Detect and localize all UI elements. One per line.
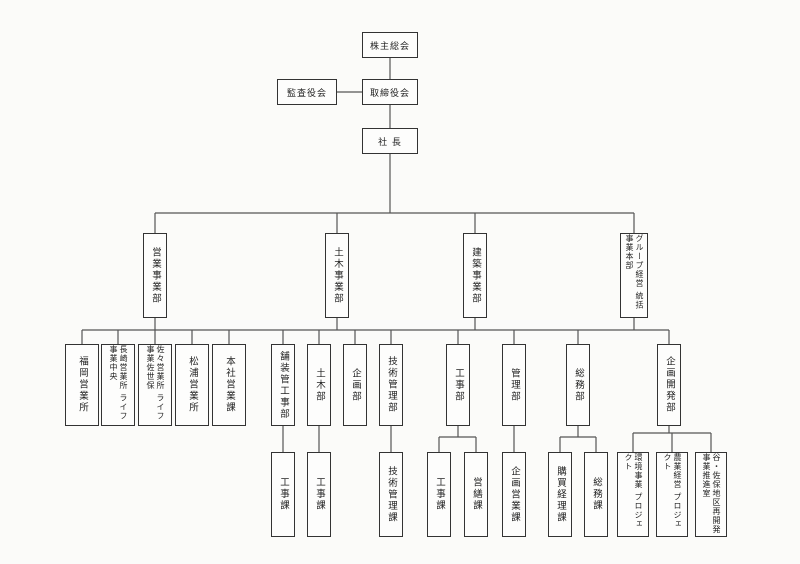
section-box: 工事課 (427, 452, 451, 537)
section-label: 谷・佐保地区再開発事業推進室 (702, 453, 721, 534)
unit-label: 福岡営業所 (77, 356, 88, 414)
unit-label: 舗装管工事部 (278, 350, 289, 420)
section-box: 谷・佐保地区再開発事業推進室 (695, 452, 727, 537)
division-box: グループ経営 統括事業本部 (620, 233, 648, 318)
unit-label: 企画部 (350, 367, 361, 403)
unit-label: 企画開発部 (664, 356, 675, 414)
board-of-directors-box: 取締役会 (362, 79, 418, 105)
section-label: 工事課 (278, 477, 289, 512)
section-label: 購買経理課 (555, 465, 566, 524)
unit-box: 土木部 (307, 344, 331, 426)
section-box: 農業経営 プロジェクト (656, 452, 688, 537)
section-box: 環境事業 プロジェクト (617, 452, 649, 537)
section-box: 工事課 (307, 452, 331, 537)
unit-box: 佐々営業所 ライフ事業佐世保 (138, 344, 172, 426)
unit-label: 佐々営業所 ライフ事業佐世保 (146, 345, 165, 421)
unit-box: 福岡営業所 (65, 344, 99, 426)
unit-label: 松浦営業所 (187, 356, 198, 414)
unit-box: 長崎営業所 ライフ事業中央 (101, 344, 135, 426)
section-label: 農業経営 プロジェクト (663, 453, 682, 529)
unit-label: 土木部 (314, 367, 325, 403)
audit-board-box: 監査役会 (277, 79, 337, 105)
shareholders-meeting-box: 株主総会 (362, 32, 418, 58)
unit-label: 工事部 (453, 367, 464, 403)
unit-label: 技術管理部 (386, 356, 397, 414)
president-label: 社 長 (378, 137, 402, 148)
section-box: 企画営業課 (502, 452, 526, 537)
unit-label: 本社営業課 (224, 356, 235, 414)
division-label: 建築事業部 (470, 246, 481, 305)
unit-box: 本社営業課 (212, 344, 246, 426)
section-box: 購買経理課 (548, 452, 572, 537)
division-label: 営業事業部 (150, 246, 161, 305)
section-label: 技術管理課 (386, 465, 397, 524)
section-box: 総務課 (584, 452, 608, 537)
division-box: 建築事業部 (463, 233, 487, 318)
shareholders-meeting-label: 株主総会 (369, 41, 410, 52)
section-label: 総務課 (591, 477, 602, 512)
unit-box: 企画部 (343, 344, 367, 426)
unit-box: 管理部 (502, 344, 526, 426)
section-box: 工事課 (271, 452, 295, 537)
president-box: 社 長 (362, 128, 418, 154)
section-box: 営繕課 (464, 452, 488, 537)
division-box: 土木事業部 (325, 233, 349, 318)
section-label: 営繕課 (471, 477, 482, 512)
division-label: グループ経営 統括事業本部 (625, 234, 644, 310)
division-label: 土木事業部 (332, 246, 343, 305)
unit-box: 技術管理部 (379, 344, 403, 426)
audit-board-label: 監査役会 (286, 88, 327, 99)
section-label: 企画営業課 (509, 465, 520, 524)
unit-label: 総務部 (573, 367, 584, 403)
section-label: 工事課 (434, 477, 445, 512)
unit-box: 総務部 (566, 344, 590, 426)
division-box: 営業事業部 (143, 233, 167, 318)
section-box: 技術管理課 (379, 452, 403, 537)
unit-label: 管理部 (509, 367, 520, 403)
section-label: 工事課 (314, 477, 325, 512)
section-label: 環境事業 プロジェクト (624, 453, 643, 529)
unit-box: 舗装管工事部 (271, 344, 295, 426)
unit-label: 長崎営業所 ライフ事業中央 (109, 345, 128, 421)
board-of-directors-label: 取締役会 (369, 88, 410, 99)
unit-box: 工事部 (446, 344, 470, 426)
unit-box: 企画開発部 (657, 344, 681, 426)
unit-box: 松浦営業所 (175, 344, 209, 426)
